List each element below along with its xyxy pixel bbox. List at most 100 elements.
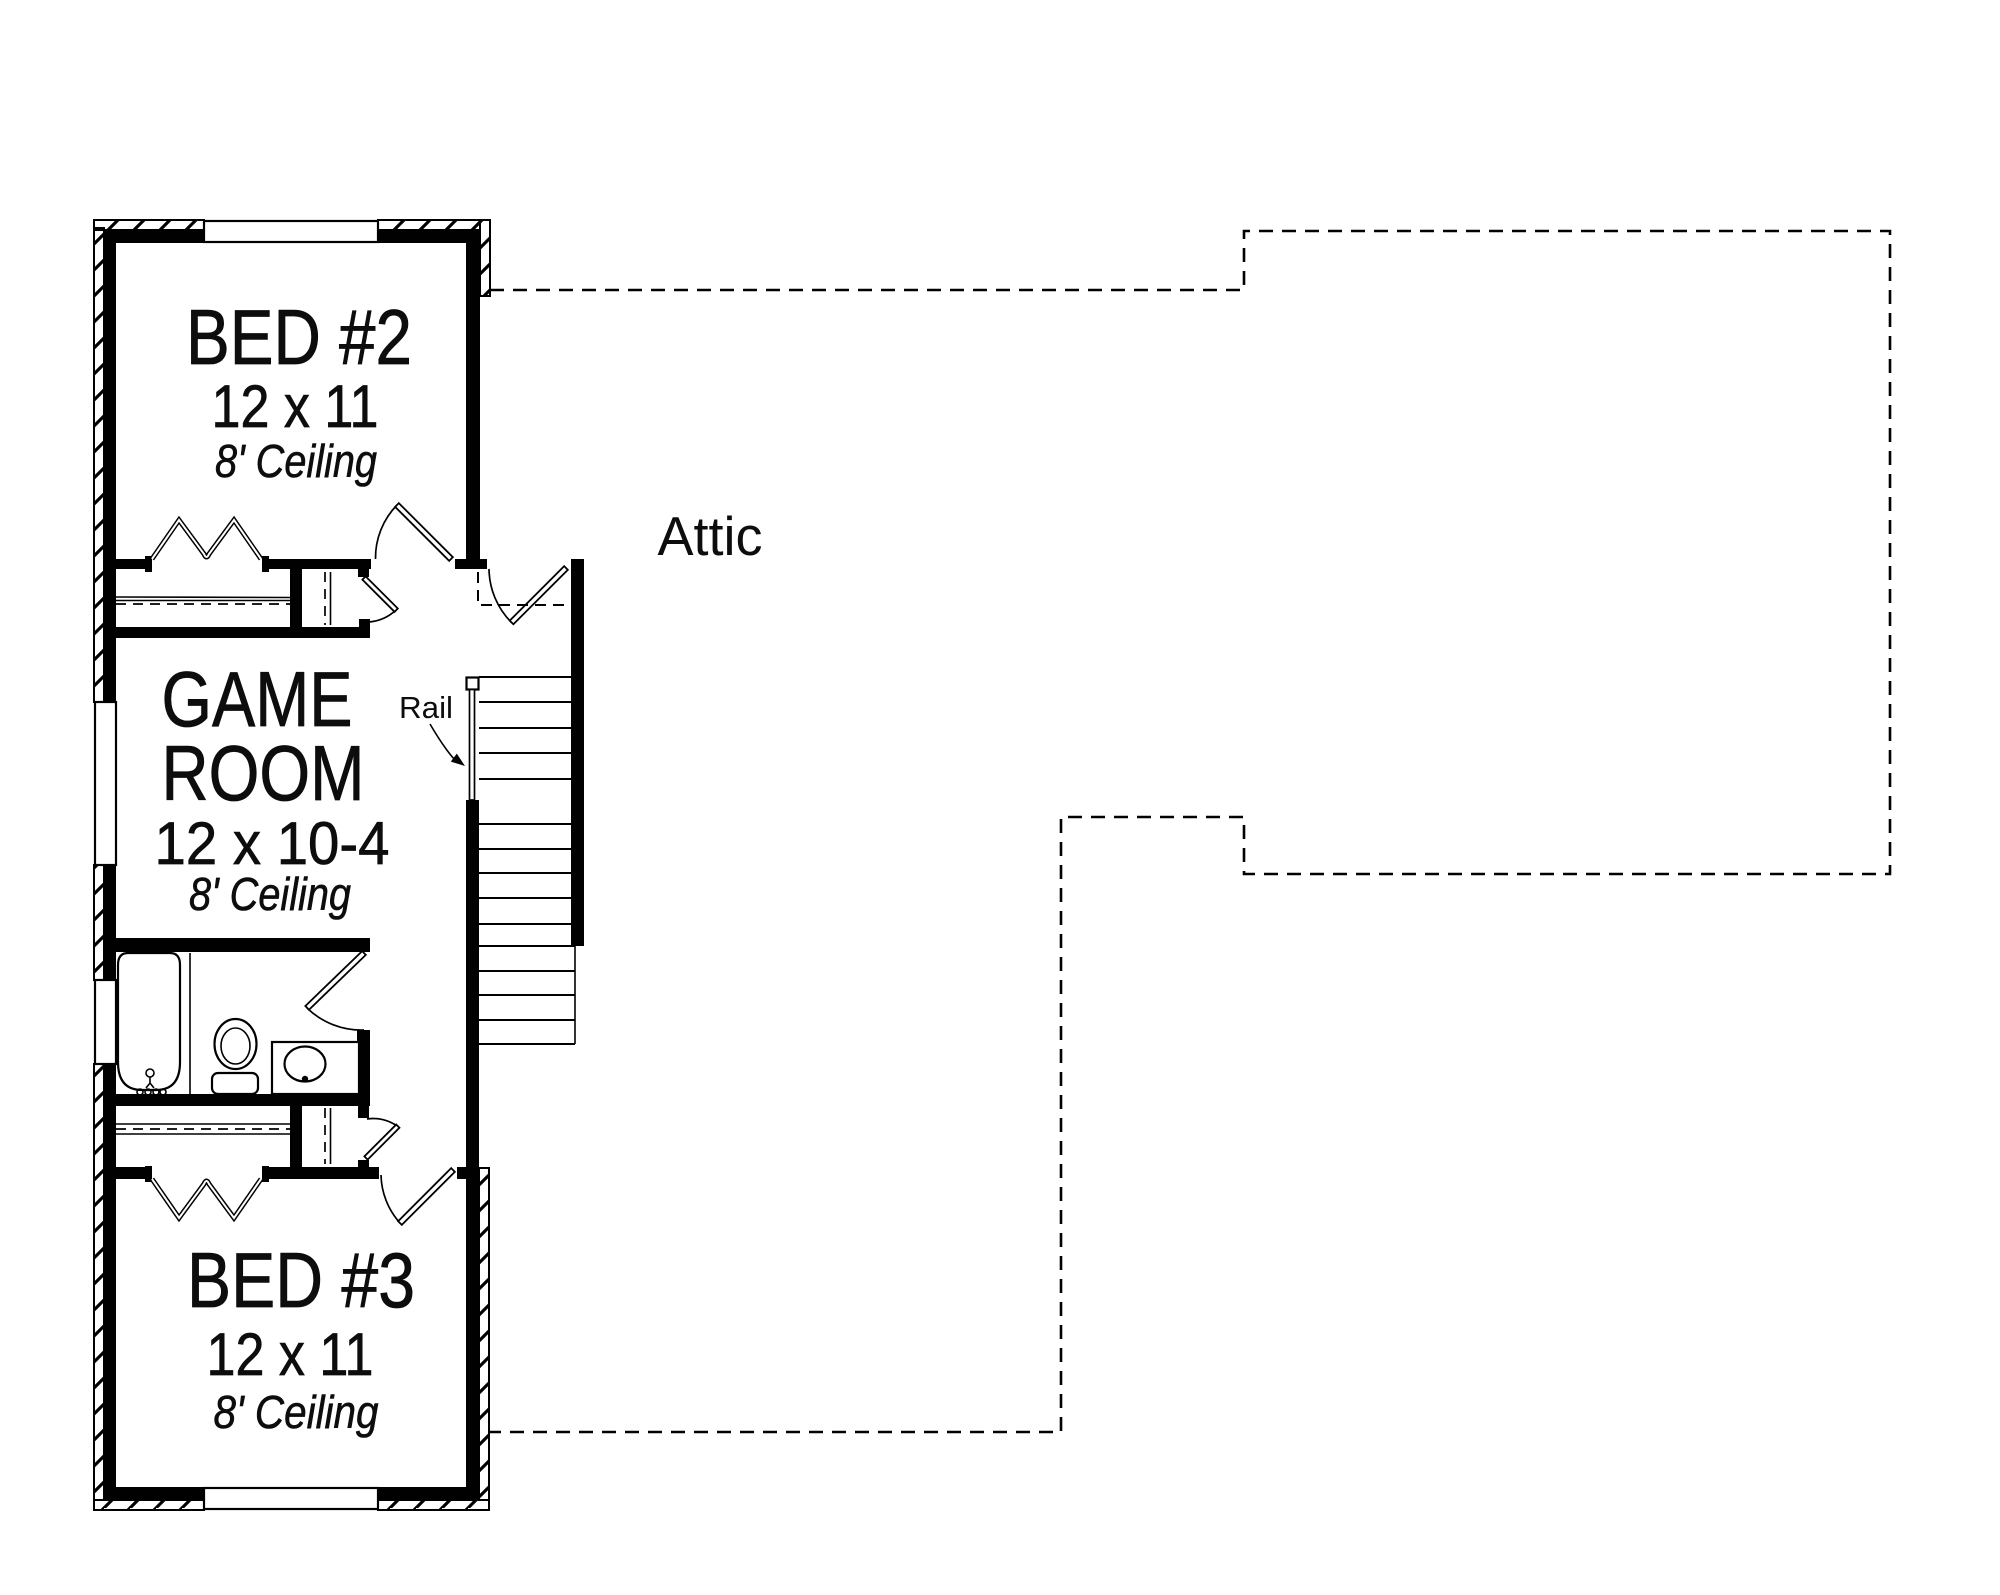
veneer-left-lower (93, 1063, 105, 1501)
tub-drain (159, 1088, 167, 1096)
structural-walls (104, 230, 584, 1500)
wall-bottom-right (378, 1487, 479, 1500)
bifold-bed3-closet (149, 1177, 264, 1223)
toilet-seat (220, 1027, 251, 1065)
label-bed3-name: BED #3 (187, 1236, 415, 1324)
label-gameroom-ceiling: 8' Ceiling (189, 868, 351, 920)
window-bath-west (93, 978, 118, 1066)
wall-bed3-north-c (457, 1167, 479, 1179)
label-gameroom-name1: GAME (162, 655, 353, 743)
wall-linen-jamb-north (358, 569, 369, 577)
wall-left-middle (104, 865, 116, 980)
door-bathroom-leaf (304, 949, 368, 1012)
door-vestibule-closet (363, 1117, 401, 1161)
jamb-bifold-bed3-right (262, 1166, 269, 1182)
bifold-panel-core (151, 1178, 262, 1220)
rail-annotation (429, 723, 465, 766)
stair-rail (468, 688, 476, 801)
veneer-top-right (377, 219, 481, 231)
door-bathroom (304, 949, 368, 1031)
doors (304, 501, 570, 1227)
wall-bed2-south-a (104, 559, 150, 569)
door-attic-leaf (508, 564, 570, 626)
veneer-ne-corner (479, 219, 491, 297)
wall-left-upper (104, 230, 116, 702)
toilet-bowl (213, 1017, 258, 1071)
wall-bed2-east (466, 230, 480, 559)
wall-bed3-north-b (264, 1167, 379, 1179)
wall-stair-east (571, 559, 584, 946)
bifold-panel-core (151, 518, 262, 560)
jamb-bifold-bed2-right (262, 556, 269, 572)
wall-closet-bed3-east (290, 1106, 302, 1167)
label-attic: Attic (658, 505, 763, 567)
door-linen-closet (361, 575, 400, 623)
label-rail: Rail (399, 690, 453, 725)
wall-bottom-left (104, 1487, 204, 1500)
door-bed2 (374, 501, 455, 563)
bifold-panel-outline (149, 1177, 264, 1223)
wall-hall-north (455, 559, 487, 569)
door-vestibule-arc (366, 1117, 399, 1128)
wall-bath-south (104, 1094, 370, 1106)
bifold-doors (149, 515, 264, 1223)
wall-top-left (104, 230, 204, 243)
door-linen-arc (368, 609, 397, 623)
labels: BED #2 12 x 11 8' Ceiling GAME ROOM 12 x… (154, 293, 763, 1439)
closet-shelves (115, 572, 332, 1164)
tub-faucet-stem (145, 1077, 155, 1089)
label-gameroom-dim: 12 x 10-4 (155, 810, 390, 877)
label-bed3-dim: 12 x 11 (207, 1321, 374, 1388)
door-attic (488, 564, 570, 626)
attic-boundary (477, 229, 1892, 1434)
toilet-tank (210, 1071, 260, 1096)
veneer-right-bed3 (478, 1167, 490, 1501)
wall-bath-east (357, 1030, 370, 1106)
wall-bed2-south-b (264, 559, 371, 569)
tub-drain (152, 1088, 160, 1096)
sink-faucet (301, 1075, 309, 1083)
veneer-left-upper (93, 227, 105, 703)
jamb-bifold-bed3-left (145, 1166, 152, 1182)
veneer-top-left (93, 219, 205, 231)
wall-top-right (378, 230, 480, 243)
wall-closet-bed2-south (104, 627, 359, 638)
jamb-bifold-bed2-left (145, 556, 152, 572)
label-bed2-ceiling: 8' Ceiling (215, 435, 377, 487)
veneer-bottom-left (93, 1499, 205, 1511)
door-bed2-arc (374, 504, 398, 560)
wall-closet-bed2-east (290, 569, 302, 627)
window-gameroom-west (93, 700, 118, 867)
window-bed2-north (202, 219, 380, 244)
door-bed3-arc (380, 1174, 401, 1224)
door-bathroom-arc (306, 1007, 365, 1031)
wall-bed3-north-a (104, 1167, 150, 1179)
bifold-panel-outline (149, 515, 264, 561)
door-bed2-leaf (393, 501, 455, 563)
label-bed3-ceiling: 8' Ceiling (214, 1386, 379, 1438)
label-bed2-dim: 12 x 11 (212, 373, 379, 440)
tub-drain (144, 1088, 152, 1096)
door-bed3-leaf (396, 1166, 457, 1227)
veneer-bottom-right (377, 1499, 490, 1511)
door-vestibule-leaf (363, 1123, 401, 1161)
wall-linen-jamb-south (359, 619, 370, 638)
rail-newel-post (465, 676, 480, 691)
wall-gameroom-south (104, 938, 370, 952)
attic-access-edge (477, 572, 571, 606)
bathroom-fixtures (116, 951, 361, 1096)
bathtub (116, 951, 182, 1092)
rail-arrow-curve (429, 723, 456, 761)
wall-vest-jamb-south (358, 1160, 369, 1167)
staircase (465, 676, 576, 1045)
shelf-bed2-closet (115, 596, 291, 599)
label-bed2-name: BED #2 (186, 293, 412, 381)
veneer-left-middle (93, 864, 105, 981)
attic-outline (488, 229, 1892, 1434)
tub-drain (136, 1088, 144, 1096)
door-linen-leaf (361, 575, 400, 614)
wall-vest-jamb-north (358, 1106, 369, 1118)
bifold-bed2-closet (149, 515, 264, 561)
